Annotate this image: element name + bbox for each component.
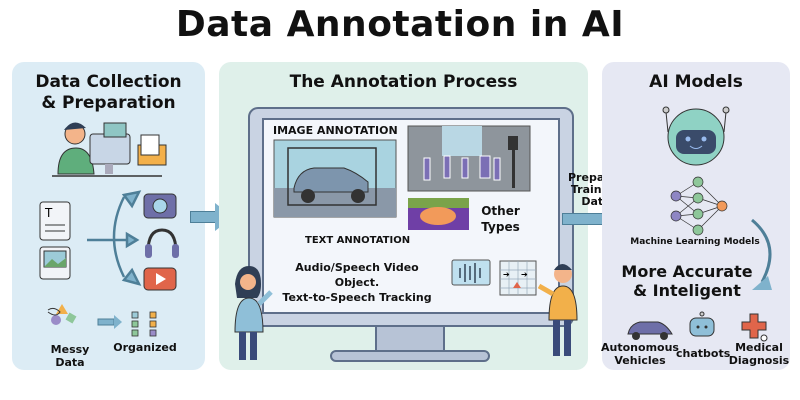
car-icon bbox=[627, 321, 673, 340]
man-annotator-illustration bbox=[537, 264, 578, 356]
text-annotation-label: TEXT ANNOTATION bbox=[305, 235, 411, 246]
app-autonomous-vehicles: Autonomous Vehicles bbox=[600, 341, 680, 367]
audio-video-line-1: Audio/Speech Video Object. bbox=[295, 261, 419, 289]
distribution-arrows-icon bbox=[87, 190, 142, 286]
app-medical-diagnosis: Medical Diagnosis bbox=[728, 341, 790, 367]
app-label-line-1: chatbots bbox=[676, 347, 731, 360]
monitor-base bbox=[330, 350, 490, 362]
svg-text:➔: ➔ bbox=[521, 270, 528, 279]
woman-annotator-illustration bbox=[234, 266, 273, 360]
audio-video-label: Audio/Speech Video Object. Text-to-Speec… bbox=[272, 260, 442, 305]
svg-text:T: T bbox=[44, 206, 53, 220]
document-image-icon bbox=[39, 246, 71, 280]
result-line-1: More Accurate bbox=[621, 262, 753, 281]
organized-data-icon bbox=[131, 311, 157, 337]
app-label-line-1: Medical bbox=[735, 341, 783, 354]
video-tracking-grid-icon: ➔➔ bbox=[499, 260, 537, 296]
flow-arrow-1 bbox=[190, 211, 216, 223]
collection-heading-1: Data Collection bbox=[35, 72, 182, 92]
result-label: More Accurate & Inteligent bbox=[612, 262, 762, 300]
organized-label: Organized bbox=[113, 341, 177, 354]
process-heading: The Annotation Process bbox=[289, 72, 518, 92]
other-types-line-2: Types bbox=[481, 220, 520, 234]
collection-heading-2: & Preparation bbox=[41, 93, 176, 113]
video-play-icon bbox=[143, 267, 177, 291]
robot-brain-icon bbox=[662, 106, 730, 166]
app-chatbots: chatbots bbox=[676, 347, 731, 360]
audio-waveform-icon bbox=[451, 259, 491, 286]
other-types-label: Other Types bbox=[478, 203, 523, 235]
document-text-icon: T bbox=[39, 201, 71, 241]
app-label-line-2: Vehicles bbox=[614, 354, 666, 367]
image-annotation-label: IMAGE ANNOTATION bbox=[273, 124, 398, 137]
camera-icon bbox=[143, 193, 177, 219]
neural-network-icon bbox=[670, 176, 728, 236]
semantic-segmentation-image bbox=[408, 198, 469, 230]
page-title: Data Annotation in AI bbox=[175, 4, 625, 45]
app-label-line-1: Autonomous bbox=[601, 341, 679, 354]
headphones-icon bbox=[145, 228, 179, 258]
result-line-2: & Inteligent bbox=[633, 281, 741, 300]
audio-video-line-2: Text-to-Speech Tracking bbox=[282, 291, 432, 304]
monitor-stand bbox=[375, 327, 445, 353]
other-types-line-1: Other bbox=[481, 204, 520, 218]
app-label-line-2: Diagnosis bbox=[728, 354, 790, 367]
medical-cross-icon bbox=[741, 313, 768, 342]
chatbot-icon bbox=[689, 311, 715, 337]
curved-arrow-icon bbox=[751, 218, 772, 290]
ml-models-label: Machine Learning Models bbox=[630, 237, 760, 247]
street-segmentation-image bbox=[407, 125, 531, 192]
messy-data-label: Messy Data bbox=[50, 343, 90, 369]
models-heading: AI Models bbox=[649, 72, 743, 92]
messy-data-icon bbox=[47, 304, 77, 325]
organize-arrow-icon bbox=[97, 315, 122, 329]
svg-text:➔: ➔ bbox=[503, 270, 510, 279]
annotation-illustrations: ➔➔ bbox=[273, 125, 537, 296]
car-bounding-box-image bbox=[273, 139, 397, 218]
person-at-computer-icon bbox=[52, 122, 167, 177]
models-illustration bbox=[627, 106, 772, 342]
collection-illustration: T bbox=[39, 122, 179, 337]
